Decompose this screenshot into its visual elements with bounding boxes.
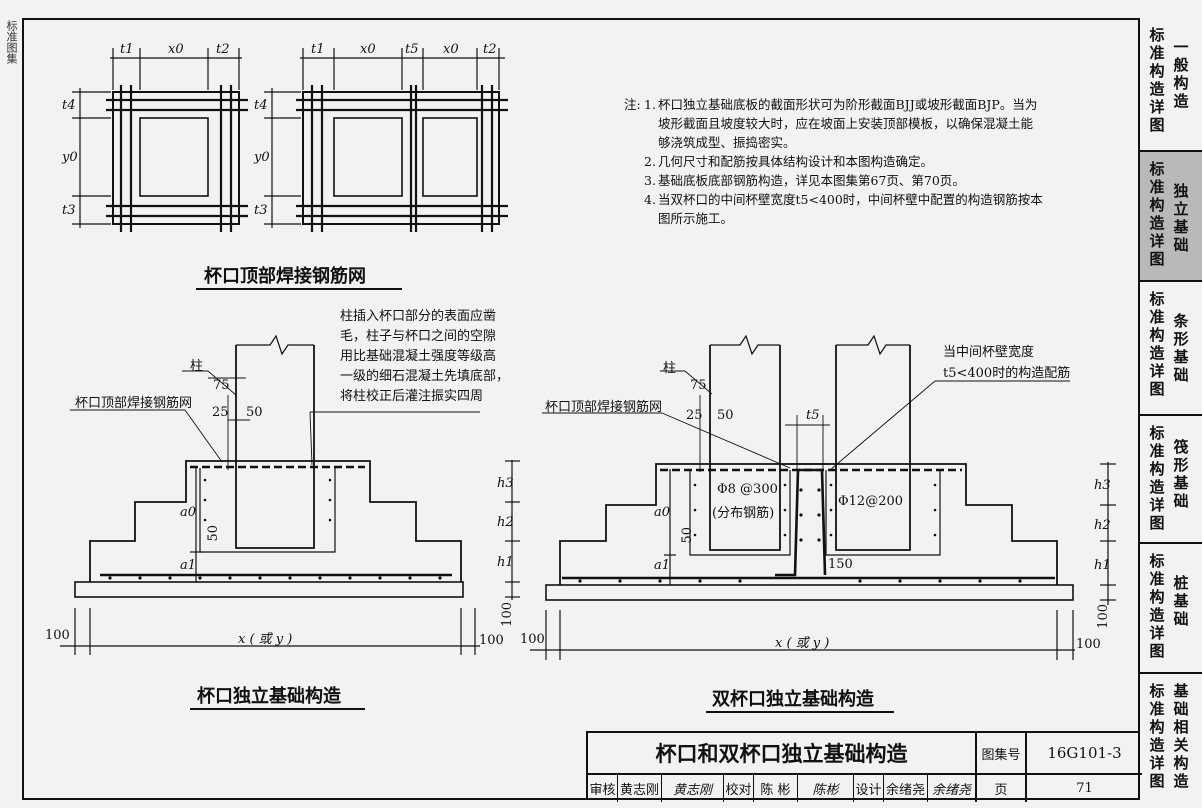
plan2-dim-t3: t3 xyxy=(254,203,268,218)
rs-dim-150: 150 xyxy=(828,557,853,572)
plan1-dim-x0: x0 xyxy=(168,42,184,57)
general-notes: 注: 1. 杯口独立基础底板的截面形状可为阶形截面BJJ或坡形截面BJP。当为坡… xyxy=(624,95,1044,228)
designer-name: 余绪尧 xyxy=(884,775,928,802)
page-number: 71 xyxy=(1076,781,1093,796)
plan1-dim-t2: t2 xyxy=(216,42,230,57)
ls-a0: a0 xyxy=(180,505,197,520)
plan2-dim-t5: t5 xyxy=(405,42,419,57)
ls-xlabel: x ( 或 y ) xyxy=(238,632,293,647)
checker-signature: 陈彬 xyxy=(798,775,854,802)
note-3: 3. 基础底板底部钢筋构造，详见本图集第67页、第70页。 xyxy=(644,173,965,188)
drawing-frame xyxy=(22,18,1140,800)
rs-col-label: 柱 xyxy=(663,361,677,376)
note-1: 注: 1. 杯口独立基础底板的截面形状可为阶形截面BJJ或坡形截面BJP。当为坡… xyxy=(624,97,1038,150)
plan1-dim-t3: t3 xyxy=(62,203,76,218)
rs-h3: h3 xyxy=(1094,478,1111,493)
plan2-dim-x0a: x0 xyxy=(360,42,376,57)
rs-h2: h2 xyxy=(1094,518,1111,533)
tab-strip-foundation[interactable]: 标准构造详图 条形基础 xyxy=(1140,282,1202,416)
rs-bot-100: 100 xyxy=(1096,604,1111,629)
tab-pile-foundation[interactable]: 标准构造详图 桩基础 xyxy=(1140,544,1202,674)
ls-dim-50: 50 xyxy=(246,405,263,420)
reviewer-signature: 黄志刚 xyxy=(662,775,724,802)
rs-t5: t5 xyxy=(806,408,820,423)
plan-single-cup xyxy=(72,48,248,232)
plan2-dim-t1: t1 xyxy=(311,42,325,57)
notes-lead: 注: xyxy=(624,97,641,112)
rs-right-100: 100 xyxy=(1076,637,1101,652)
section-double-cup xyxy=(530,334,1116,660)
plan1-dim-t4: t4 xyxy=(62,98,76,113)
ls-mesh-label: 杯口顶部焊接钢筋网 xyxy=(75,396,193,411)
rs-left-100: 100 xyxy=(520,632,545,647)
ls-h1: h1 xyxy=(497,555,514,570)
rs-xlabel: x ( 或 y ) xyxy=(775,636,830,651)
plan2-dim-t2: t2 xyxy=(483,42,497,57)
rs-h1: h1 xyxy=(1094,558,1111,573)
plan2-dim-x0b: x0 xyxy=(443,42,459,57)
ls-h2: h2 xyxy=(497,515,514,530)
rs-bar2: Φ12@200 xyxy=(838,494,904,509)
ls-caption-underline xyxy=(190,708,365,710)
ls-dim-75: 75 xyxy=(213,378,230,393)
rebar-dots xyxy=(108,478,1022,583)
ls-h3: h3 xyxy=(497,476,514,491)
design-label: 设计 xyxy=(854,775,884,802)
chapter-index: 标准构造详图 一般构造 标准构造详图 独立基础 标准构造详图 条形基础 标准构造… xyxy=(1140,18,1202,800)
tab-raft-foundation[interactable]: 标准构造详图 筏形基础 xyxy=(1140,416,1202,544)
check-label: 校对 xyxy=(724,775,754,802)
ls-dim-25: 25 xyxy=(212,405,229,420)
rs-mesh-label: 杯口顶部焊接钢筋网 xyxy=(545,400,663,415)
plan1-dim-y0: y0 xyxy=(62,150,78,165)
note-4: 4. 当双杯口的中间杯壁宽度t5<400时，中间杯壁中配置的构造钢筋按本图所示施… xyxy=(644,192,1043,226)
tab-isolated-foundation[interactable]: 标准构造详图 独立基础 xyxy=(1140,152,1202,282)
tab-foundation-related[interactable]: 标准构造详图 基础相关构造 xyxy=(1149,682,1189,790)
rs-caption: 双杯口独立基础构造 xyxy=(712,689,874,710)
rs-caption-underline xyxy=(706,711,894,713)
ls-bot-100: 100 xyxy=(500,602,515,627)
plan1-dim-t1: t1 xyxy=(120,42,134,57)
plan2-dim-y0: y0 xyxy=(254,150,270,165)
plan-double-cup xyxy=(264,48,508,232)
note-2: 2. 几何尺寸和配筋按具体结构设计和本图构造确定。 xyxy=(644,154,934,169)
atlas-label: 图集号 xyxy=(977,733,1027,775)
plan-caption-underline xyxy=(196,288,402,290)
drawing-title: 杯口和双杯口独立基础构造 xyxy=(588,733,977,775)
ls-dim-50b: 50 xyxy=(206,525,221,542)
rs-bar1: Φ8 @300 xyxy=(717,482,778,497)
rs-bar1-sub: (分布钢筋) xyxy=(712,506,775,521)
page-label: 页 xyxy=(977,775,1027,802)
atlas-number: 16G101-3 xyxy=(1027,733,1142,775)
designer-signature: 余绪尧 xyxy=(928,775,977,802)
rs-dim-50b: 50 xyxy=(680,527,695,544)
reviewer-name: 黄志刚 xyxy=(618,775,662,802)
rs-dim-25: 25 xyxy=(686,408,703,423)
plan2-dim-t4: t4 xyxy=(254,98,268,113)
ls-left-100: 100 xyxy=(45,628,70,643)
section-single-cup xyxy=(60,334,520,655)
ls-caption: 杯口独立基础构造 xyxy=(197,686,341,707)
rs-wall-note-2: t5<400时的构造配筋 xyxy=(943,366,1071,381)
ls-note: 柱插入杯口部分的表面应凿 毛，柱子与杯口之间的空隙 用比基础混凝土强度等级高 一… xyxy=(340,309,510,404)
rs-a0: a0 xyxy=(654,505,671,520)
title-block: 杯口和双杯口独立基础构造 图集号 16G101-3 审核 黄志刚 黄志刚 校对 … xyxy=(586,731,1142,802)
ls-a1: a1 xyxy=(180,558,197,573)
ls-right-100: 100 xyxy=(479,633,504,648)
checker-name: 陈 彬 xyxy=(754,775,798,802)
ls-col-label: 柱 xyxy=(190,359,204,374)
rs-a1: a1 xyxy=(654,558,671,573)
rs-wall-note-1: 当中间杯壁宽度 xyxy=(943,345,1035,360)
plan-caption: 杯口顶部焊接钢筋网 xyxy=(204,266,366,287)
rs-dim-75: 75 xyxy=(690,378,707,393)
binding-strip-text: 标准图集 xyxy=(5,20,18,64)
review-label: 审核 xyxy=(588,775,618,802)
rs-dim-50: 50 xyxy=(717,408,734,423)
tab-general-construction[interactable]: 标准构造详图 一般构造 xyxy=(1140,18,1202,152)
